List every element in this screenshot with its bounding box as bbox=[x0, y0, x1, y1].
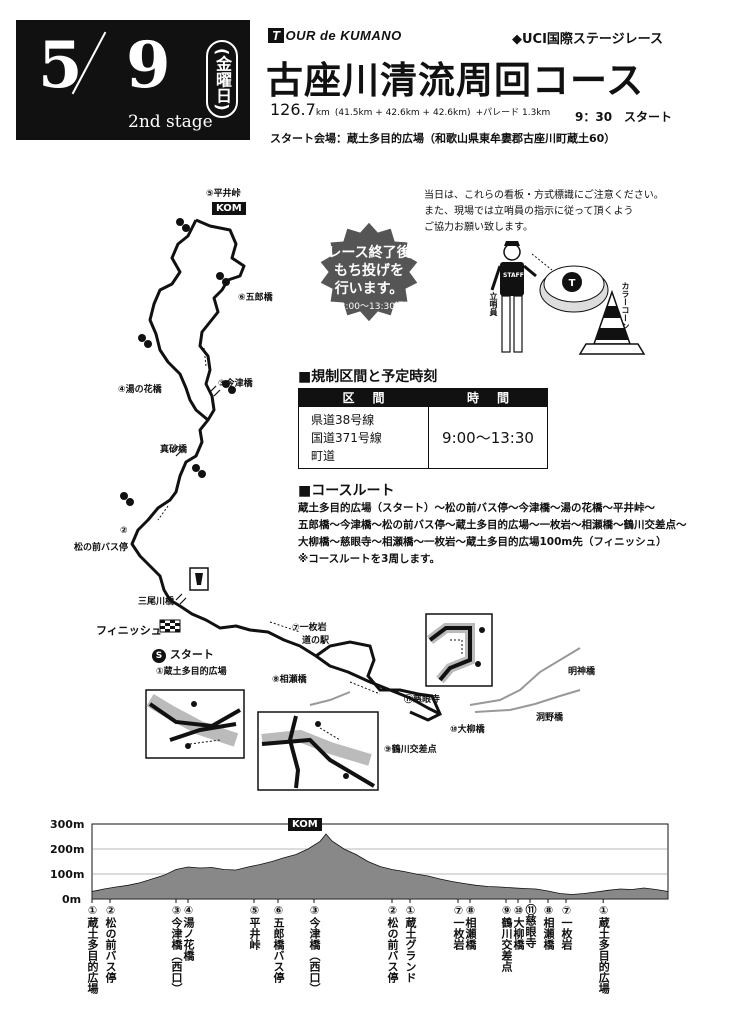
stage-label: 2nd stage bbox=[128, 112, 213, 132]
label-finish: フィニッシュ bbox=[96, 624, 162, 637]
elevation-point-label: ⑦一枚岩 bbox=[560, 904, 573, 950]
color-cone-icon bbox=[578, 289, 646, 355]
label-oyanagi: ⑩大柳橋 bbox=[450, 725, 485, 735]
race-type: ◆UCI国際ステージレース bbox=[512, 32, 664, 47]
staff-person-icon bbox=[490, 241, 537, 353]
elevation-point-label: ⑧相瀬橋 bbox=[464, 904, 477, 950]
label-mio: 三尾川橋 bbox=[138, 597, 175, 607]
elevation-point-label: ①蔵土多目的広場 bbox=[86, 904, 99, 994]
staff-label: 立哨員 bbox=[489, 292, 498, 316]
tour-logo-sign-icon: T bbox=[539, 265, 609, 313]
elevation-point-label: ⑩大柳橋 bbox=[512, 904, 525, 950]
venue: スタート会場：蔵土多目的広場（和歌山県東牟婁郡古座川町蔵土60） bbox=[270, 132, 616, 145]
cone-label: カラーコーン bbox=[621, 282, 630, 330]
distance: 126.7km (41.5km + 42.6km + 42.6km) +パレード… bbox=[270, 100, 551, 119]
elevation-point-label: ⑥五郎橋バス停 bbox=[272, 904, 285, 983]
label-yunohana: ④湯の花橋 bbox=[118, 385, 162, 395]
svg-text:T: T bbox=[569, 278, 576, 289]
elev-y-0: 0m bbox=[62, 893, 82, 906]
elev-y-200: 200m bbox=[50, 843, 85, 856]
elevation-point-label: ②松の前バス停 bbox=[104, 904, 117, 983]
label-ichimai: ⑦一枚岩道の駅 bbox=[292, 623, 330, 646]
label-jigen: ⑪慈眼寺 bbox=[404, 695, 441, 705]
elevation-area bbox=[91, 833, 669, 900]
date-weekday: (金曜日) bbox=[206, 40, 238, 118]
elevation-point-label: ⑤平井峠 bbox=[248, 904, 261, 950]
elevation-point-label: ⑦一枚岩 bbox=[452, 904, 465, 950]
date-box: 5 9 (金曜日) 2nd stage bbox=[16, 20, 250, 140]
label-hirai: ⑤平井峠 bbox=[206, 189, 241, 199]
elevation-point-label: ④湯ノ花橋 bbox=[182, 904, 195, 961]
staff-vest-text: STAFF bbox=[503, 272, 524, 279]
elevation-point-label: ⑨鶴川交差点 bbox=[500, 904, 513, 972]
elevation-point-label: ②松の前バス停 bbox=[386, 904, 399, 983]
elev-y-100: 100m bbox=[50, 868, 85, 881]
elevation-point-label: ⑧相瀬橋 bbox=[542, 904, 555, 950]
elevation-point-label: ①蔵土多目的広場 bbox=[597, 904, 611, 994]
label-tsurukawa: ⑨鶴川交差点 bbox=[384, 745, 437, 755]
kom-marker: KOM bbox=[212, 202, 246, 215]
notice-text: 当日は、これらの看板・方式標識にご注意ください。 また、現場では立哨員の指示に従… bbox=[424, 190, 664, 233]
elev-kom-marker: KOM bbox=[288, 818, 322, 831]
label-masago: 真砂橋 bbox=[160, 445, 188, 455]
elevation-point-label: ③今津橋（西口） bbox=[308, 904, 321, 994]
label-imazu: ③今津橋 bbox=[218, 379, 253, 389]
elev-y-300: 300m bbox=[50, 818, 85, 831]
label-goro: ⑥五郎橋 bbox=[238, 293, 273, 303]
label-start: S スタート bbox=[152, 646, 214, 663]
label-matsunomae-num: ② bbox=[120, 526, 128, 536]
time-cell: 9:00〜13:30 bbox=[428, 406, 548, 469]
label-zoudo: ①蔵土多目的広場 bbox=[156, 667, 227, 677]
label-matsunomae: 松の前バス停 bbox=[74, 543, 129, 553]
label-dorono: 洞野橋 bbox=[536, 713, 564, 723]
start-time: 9：30 スタート bbox=[575, 110, 673, 124]
elevation-point-label: ①蔵土グランド bbox=[404, 904, 417, 983]
label-aise: ⑧相瀬橋 bbox=[272, 675, 307, 685]
label-myojin: 明神橋 bbox=[568, 667, 596, 677]
start-icon: S bbox=[152, 649, 166, 663]
date-day: 9 bbox=[126, 28, 171, 103]
elevation-point-label: ③今津橋（西口） bbox=[170, 904, 183, 994]
page-title: 古座川清流周回コース bbox=[266, 59, 645, 102]
elevation-point-label: ⑪慈眼寺 bbox=[524, 904, 537, 948]
